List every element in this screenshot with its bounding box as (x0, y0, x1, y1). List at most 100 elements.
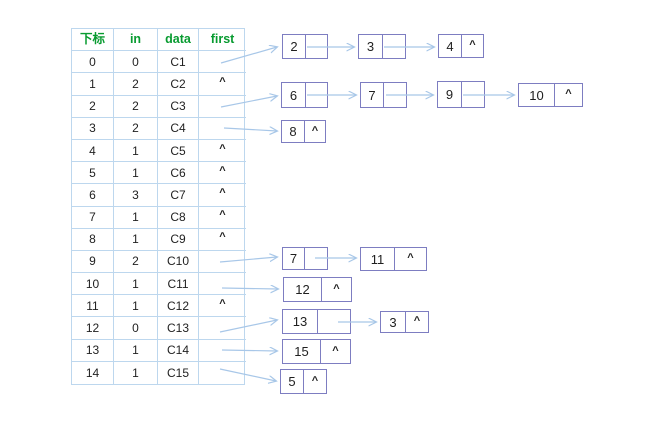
cell-index: 0 (72, 51, 114, 74)
cell-in: 1 (114, 339, 158, 362)
node-pointer: ^ (332, 344, 339, 357)
list-node: 2 (282, 34, 328, 59)
cell-index: 8 (72, 228, 114, 251)
node-value: 3 (381, 312, 406, 332)
list-node: 15 ^ (282, 339, 351, 364)
cell-data: C13 (158, 317, 199, 340)
node-value: 2 (283, 35, 306, 58)
node-pointer: ^ (311, 124, 319, 137)
cell-index: 4 (72, 139, 114, 163)
cell-in: 1 (114, 361, 158, 384)
cell-index: 12 (72, 317, 114, 340)
cell-in: 2 (114, 117, 158, 140)
cell-in: 3 (114, 184, 158, 207)
cell-in: 1 (114, 139, 158, 163)
cell-in: 1 (114, 228, 158, 251)
list-node: 11 ^ (360, 247, 427, 271)
node-value: 8 (282, 121, 305, 142)
cell-data: C1 (158, 51, 199, 74)
cell-data: C9 (158, 228, 199, 251)
cell-data: C5 (158, 139, 199, 163)
node-pointer (462, 82, 484, 107)
cell-in: 0 (114, 51, 158, 74)
table-row: 5 1 C6 ^ (72, 162, 246, 185)
header-first: first (199, 29, 246, 52)
node-pointer: ^ (407, 252, 414, 264)
cell-first: ^ (199, 184, 246, 207)
table-row: 14 1 C15 (72, 361, 244, 384)
node-value: 9 (438, 82, 462, 107)
cell-first (199, 51, 246, 74)
cell-data: C4 (158, 117, 199, 140)
node-pointer (383, 35, 405, 58)
cell-in: 1 (114, 206, 158, 229)
cell-index: 2 (72, 95, 114, 118)
cell-data: C8 (158, 206, 199, 229)
cell-index: 7 (72, 206, 114, 229)
list-node: 13 (282, 309, 351, 334)
cell-in: 0 (114, 317, 158, 340)
table-row: 8 1 C9 ^ (72, 228, 246, 251)
cell-index: 14 (72, 361, 114, 384)
index-table: 下标 in data first 0 0 C1 1 2 C2 ^ 2 2 C3 … (71, 28, 246, 385)
list-node: 8 ^ (281, 120, 326, 143)
list-node: 7 (282, 247, 328, 270)
node-value: 13 (283, 310, 318, 333)
cell-index: 1 (72, 73, 114, 96)
list-node: 3 (358, 34, 406, 59)
cell-index: 3 (72, 117, 114, 140)
cell-in: 2 (114, 73, 158, 96)
cell-index: 11 (72, 295, 114, 318)
cell-first: ^ (199, 162, 246, 185)
cell-data: C2 (158, 73, 199, 96)
cell-index: 6 (72, 184, 114, 207)
node-value: 10 (519, 84, 555, 106)
list-node: 4 ^ (438, 34, 484, 58)
cell-first (199, 96, 246, 118)
node-pointer (306, 35, 327, 58)
list-node: 12 ^ (283, 277, 352, 302)
table-row: 6 3 C7 ^ (72, 184, 246, 207)
header-data: data (158, 29, 199, 52)
node-pointer (305, 248, 327, 269)
table-row: 10 1 C11 (72, 273, 246, 296)
node-value: 7 (361, 83, 384, 107)
node-value: 5 (281, 370, 304, 393)
table-header-row: 下标 in data first (72, 29, 246, 52)
cell-first (199, 118, 246, 140)
list-node: 6 (281, 82, 328, 108)
cell-first (199, 340, 246, 362)
table-row: 11 1 C12 ^ (72, 295, 246, 318)
list-node: 9 (437, 81, 485, 108)
list-node: 5 ^ (280, 369, 327, 394)
cell-in: 1 (114, 273, 158, 296)
node-pointer (306, 83, 327, 107)
table-row: 2 2 C3 (72, 95, 246, 118)
node-pointer: ^ (311, 374, 319, 387)
cell-data: C10 (158, 250, 199, 274)
node-pointer (384, 83, 406, 107)
table-row: 0 0 C1 (72, 51, 246, 74)
node-pointer: ^ (413, 315, 421, 327)
node-value: 11 (361, 248, 395, 270)
node-pointer: ^ (333, 282, 340, 295)
header-in: in (114, 29, 158, 52)
cell-data: C14 (158, 339, 199, 362)
cell-data: C3 (158, 95, 199, 118)
node-pointer: ^ (469, 39, 476, 51)
table-row: 1 2 C2 ^ (72, 73, 246, 96)
node-pointer (318, 310, 350, 333)
node-value: 7 (283, 248, 305, 269)
cell-index: 9 (72, 250, 114, 274)
node-value: 6 (282, 83, 306, 107)
node-pointer: ^ (565, 88, 572, 100)
node-value: 12 (284, 278, 322, 301)
cell-data: C11 (158, 273, 199, 296)
node-value: 3 (359, 35, 383, 58)
list-node: 3 ^ (380, 311, 429, 333)
cell-first (199, 251, 246, 274)
cell-in: 1 (114, 162, 158, 185)
cell-data: C15 (158, 361, 199, 384)
node-value: 15 (283, 340, 321, 363)
cell-in: 2 (114, 250, 158, 274)
